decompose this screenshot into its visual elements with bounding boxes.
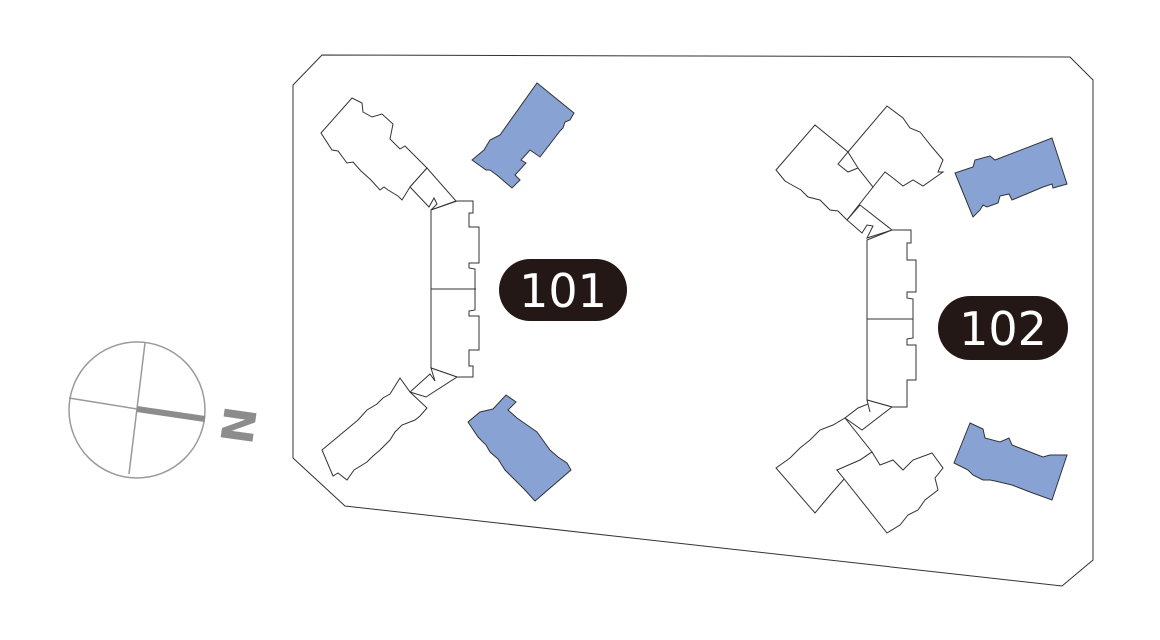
compass-circle <box>68 341 206 479</box>
compass-north-needle <box>136 406 206 422</box>
highlighted-building[interactable] <box>953 422 1068 501</box>
compass-axis-west <box>68 397 138 410</box>
building-label: 102 <box>959 302 1047 356</box>
connector-upper <box>846 204 894 239</box>
highlighted-building[interactable] <box>467 394 572 502</box>
building-label: 101 <box>519 264 607 318</box>
site-boundary <box>292 54 1094 587</box>
building-label-pill <box>499 259 627 321</box>
wing-lower-right <box>836 451 944 534</box>
wing-upper-left <box>775 124 874 221</box>
north-label: N <box>209 403 265 447</box>
highlighted-building[interactable] <box>471 82 575 189</box>
building-101-block[interactable]: 101 <box>320 82 627 502</box>
building-102-block[interactable]: 102 <box>775 105 1068 534</box>
wing-lower <box>321 377 428 481</box>
connector-lower <box>409 367 459 398</box>
wing-upper-right <box>847 105 945 188</box>
compass-rose: N <box>68 341 265 479</box>
connector-lower <box>844 399 894 431</box>
highlighted-building[interactable] <box>954 137 1068 218</box>
wing-upper <box>320 97 428 201</box>
connector-upper <box>409 167 457 211</box>
building-label-pill <box>938 296 1068 360</box>
